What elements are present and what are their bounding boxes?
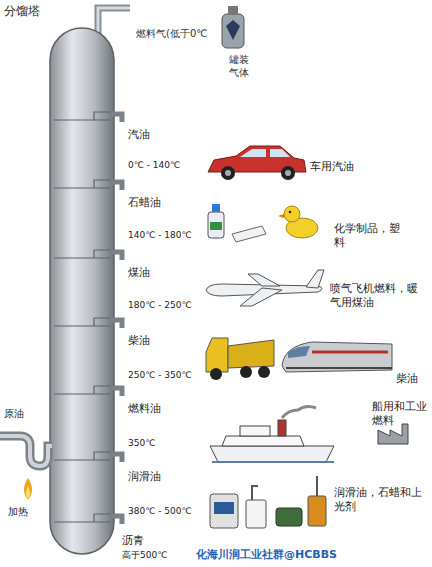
product-label: 化学制品，塑料 — [334, 222, 404, 250]
tray-line — [54, 452, 110, 460]
product-label: 船用和工业燃料 — [372, 400, 428, 428]
outlet-pipe — [110, 454, 122, 462]
temperature-range: 350℃ — [128, 438, 155, 449]
product-label: 润滑油，石蜡和上光剂 — [334, 486, 424, 514]
fraction-name: 柴油 — [128, 334, 150, 348]
fraction-name: 沥青 — [122, 534, 144, 548]
fraction-name: 煤油 — [128, 266, 150, 280]
temperature-range: 高于500℃ — [122, 550, 167, 561]
product-label: 柴油 — [396, 372, 418, 386]
fraction-name: 石蜡油 — [128, 196, 161, 210]
product-label: 罐装气体 — [226, 54, 252, 79]
outlet-pipe — [110, 114, 122, 122]
temperature-range: 380℃ - 500℃ — [128, 506, 192, 517]
outlet-pipe — [110, 516, 122, 524]
tray-line — [54, 180, 110, 188]
tray-line — [54, 112, 110, 120]
fraction-name: 汽油 — [128, 128, 150, 142]
product-label: 喷气飞机燃料，暖气用煤油 — [330, 282, 420, 310]
tray-line — [54, 250, 110, 258]
outlet-pipe — [110, 320, 122, 328]
gas-label: 燃料气(低于0℃ — [136, 28, 246, 41]
outlet-pipe — [110, 252, 122, 260]
heat-label: 加热 — [8, 506, 28, 519]
fraction-name: 燃料油 — [128, 402, 161, 416]
fraction-name: 润滑油 — [128, 470, 161, 484]
outlet-pipe — [110, 388, 122, 396]
input-label: 原油 — [4, 408, 24, 421]
tower-title: 分馏塔 — [4, 4, 40, 19]
product-label: 车用汽油 — [310, 160, 380, 174]
temperature-range: 140℃ - 180℃ — [128, 230, 192, 241]
tray-line — [54, 514, 110, 522]
temperature-range: 0℃ - 140℃ — [128, 160, 180, 171]
outlet-pipe — [110, 182, 122, 190]
tray-line — [54, 386, 110, 394]
temperature-range: 250℃ - 350℃ — [128, 370, 192, 381]
temperature-range: 180℃ - 250℃ — [128, 300, 192, 311]
watermark: 化海川润工业社群@HCBBS — [196, 548, 337, 562]
tray-line — [54, 318, 110, 326]
